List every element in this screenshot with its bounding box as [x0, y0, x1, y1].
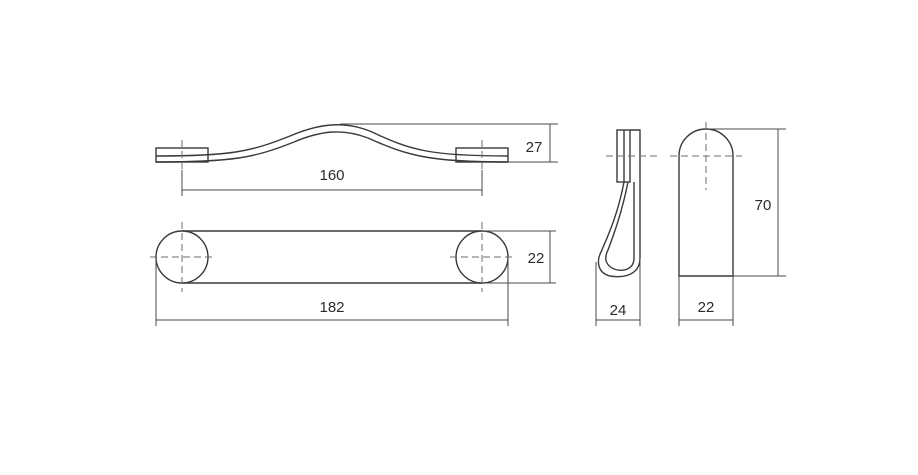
side-strap-outer — [597, 129, 641, 278]
front-view: 182 22 — [150, 222, 556, 326]
end-view-body — [678, 128, 734, 277]
dim-27-label: 27 — [526, 139, 543, 156]
side-view: 24 — [595, 129, 660, 326]
dim-160-label: 160 — [319, 167, 344, 184]
end-view: 70 22 — [670, 122, 786, 326]
dim-70-label: 70 — [755, 197, 772, 214]
dim-24-label: 24 — [610, 302, 627, 319]
top-view: 160 27 — [155, 123, 558, 196]
strap-outer-curve — [155, 124, 509, 157]
dim-end-22-label: 22 — [698, 299, 715, 316]
dim-182-label: 182 — [319, 299, 344, 316]
strap-inner-curve — [155, 131, 509, 163]
dim-22-label: 22 — [528, 250, 545, 267]
side-strap-inner — [605, 181, 635, 271]
